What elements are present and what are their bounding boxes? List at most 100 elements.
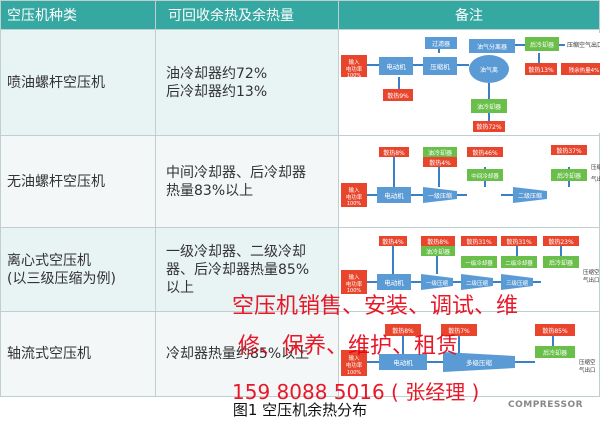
row-heat: 中间冷却器、后冷却器热量83%以上 [155,135,339,228]
heat-motor-box [383,88,413,101]
svg-text:电动机: 电动机 [384,278,404,287]
row-heat-text: 中间冷却器、后冷却器热量83%以上 [166,164,306,199]
svg-text:后冷却器: 后冷却器 [543,349,567,357]
input-box [341,54,367,77]
svg-text:压缩空: 压缩空 [591,163,600,171]
svg-text:压缩空气出口: 压缩空气出口 [567,41,600,49]
svg-text:100%: 100% [347,73,362,79]
table-row: 喷油螺杆空压机 油冷却器约72% 后冷却器约13% [0,29,600,136]
motor-box [379,56,413,75]
filter-box [425,36,457,49]
watermark-line1: 空压机销售、安装、调试、维 [232,294,519,319]
figure-caption: 图1 空压机余热分布 [232,401,368,419]
watermark-line3: 159 8088 5016 ( 张经理 ) [232,380,480,404]
watermark-line2: 修、保养、维护、租赁 [238,334,459,359]
svg-text:散热4%: 散热4% [429,159,451,167]
svg-text:后冷却器: 后冷却器 [549,259,573,267]
svg-text:散热85%: 散热85% [542,327,568,335]
row-type: 喷油螺杆空压机 [0,29,156,136]
svg-text:电功率: 电功率 [346,361,363,369]
row-type: 无油螺杆空压机 [0,135,156,228]
screw-oilfree-diagram: 输入 电功率 100% 电动机 一级压缩 二级压缩 散热8% 油冷却器 散热4%… [341,144,600,207]
svg-text:气出口: 气出口 [579,366,596,374]
svg-text:压缩空: 压缩空 [579,358,596,366]
svg-text:二级冷却器: 二级冷却器 [505,259,533,267]
svg-text:气出口: 气出口 [591,175,600,183]
centrifugal-diagram: 输入 电功率 100% 电动机 一级压缩 二级压缩 三级压缩 散热4% 散热8%… [341,235,600,294]
svg-text:输入: 输入 [348,58,360,66]
svg-text:电功率: 电功率 [346,280,363,288]
aftercooler-box [525,36,559,51]
table-row: 无油螺杆空压机 中间冷却器、后冷却器热量83%以上 输入 电功率 [0,135,600,228]
svg-text:过滤器: 过滤器 [432,40,450,48]
svg-text:散热37%: 散热37% [556,147,582,155]
svg-text:100%: 100% [347,370,362,376]
svg-text:散热72%: 散热72% [476,123,502,131]
svg-text:一级冷却器: 一级冷却器 [465,259,493,267]
svg-text:后冷却器: 后冷却器 [530,41,554,49]
svg-text:散热13%: 散热13% [528,66,554,74]
row-heat-text: 一级冷却器、二级冷却器、后冷却器热量85%以上 [166,243,310,296]
svg-text:散热23%: 散热23% [548,238,574,246]
svg-text:输入: 输入 [348,354,360,362]
svg-text:100%: 100% [347,288,362,294]
oil-tank [469,54,509,83]
row-diagram-cell: 输入 电功率 100% 电动机 多级压缩 散热8% 散热7% 散热85% 后冷却… [338,311,600,397]
svg-text:中间冷却器: 中间冷却器 [471,172,499,180]
svg-text:散热8%: 散热8% [427,238,449,246]
svg-text:三级压缩: 三级压缩 [506,279,529,287]
heat-distribution-table: 空压机种类 可回收余热及余热量 备注 喷油螺杆空压机 油冷却器约72% 后冷却器… [0,0,600,397]
row-diagram-cell: 输入 电功率 100% 电动机 压缩机 过滤器 油气分离器 油气离 后冷却 [338,29,600,136]
svg-text:输入: 输入 [348,186,360,194]
svg-text:一级压缩: 一级压缩 [426,279,449,287]
table-row: 轴流式空压机 冷却器热量约85%以上 输入 电功率 100% 电动机 [0,311,600,397]
svg-text:散热4%: 散热4% [382,238,404,246]
svg-text:散热8%: 散热8% [392,327,414,335]
table-row: 离心式空压机 (以三级压缩为例) 一级冷却器、二级冷却器、后冷却器热量85%以上 [0,227,600,312]
svg-text:一级压缩: 一级压缩 [428,192,452,200]
svg-text:散热31%: 散热31% [466,238,492,246]
svg-text:电动机: 电动机 [384,191,404,200]
svg-text:后冷却器: 后冷却器 [557,172,581,180]
svg-text:散热8%: 散热8% [383,149,405,157]
separator-box [469,38,515,53]
svg-text:二级压缩: 二级压缩 [466,279,489,287]
residual-box [561,62,600,75]
svg-text:油冷却器: 油冷却器 [428,149,452,157]
row-type: 轴流式空压机 [0,311,156,397]
svg-text:输入: 输入 [348,273,360,281]
svg-text:电功率: 电功率 [346,65,363,73]
svg-text:电动机: 电动机 [393,358,413,367]
row-diagram-cell: 输入 电功率 100% 电动机 一级压缩 二级压缩 散热8% 油冷却器 散热4%… [338,135,600,228]
row-heat: 油冷却器约72% 后冷却器约13% [155,29,339,136]
header-type: 空压机种类 [0,0,156,30]
svg-text:油气分离器: 油气分离器 [477,43,507,51]
svg-text:散热9%: 散热9% [387,92,409,100]
svg-text:油冷却器: 油冷却器 [477,103,501,111]
row-heat: 冷却器热量约85%以上 [155,311,339,397]
svg-text:电功率: 电功率 [346,193,363,201]
svg-text:油气离: 油气离 [480,66,498,74]
svg-text:压缩机: 压缩机 [430,62,450,71]
svg-text:100%: 100% [347,201,362,207]
svg-text:残余热量4%: 残余热量4% [569,66,600,74]
svg-text:气出口: 气出口 [583,276,600,284]
row-type: 离心式空压机 (以三级压缩为例) [0,227,156,312]
header-heat: 可回收余热及余热量 [155,0,339,30]
axial-diagram: 输入 电功率 100% 电动机 多级压缩 散热8% 散热7% 散热85% 后冷却… [341,324,596,376]
svg-text:散热46%: 散热46% [472,149,498,157]
row-heat-text: 冷却器热量约85%以上 [166,346,310,362]
heat-oil-box [473,120,505,132]
svg-text:二级压缩: 二级压缩 [518,192,542,200]
compressor-box [423,56,457,75]
svg-text:油冷却器: 油冷却器 [426,248,450,256]
svg-text:压缩空: 压缩空 [583,268,600,276]
screw-oil-diagram: 输入 电功率 100% 电动机 压缩机 过滤器 油气分离器 油气离 后冷却 [339,32,600,133]
svg-text:多级压缩: 多级压缩 [466,358,493,367]
svg-text:散热7%: 散热7% [448,327,470,335]
row-heat: 一级冷却器、二级冷却器、后冷却器热量85%以上 [155,227,339,312]
brand-logo-text: COMPRESSOR [508,400,584,410]
header-remark: 备注 [338,0,600,30]
svg-text:电动机: 电动机 [386,62,406,71]
oilcooler-box [471,98,507,113]
